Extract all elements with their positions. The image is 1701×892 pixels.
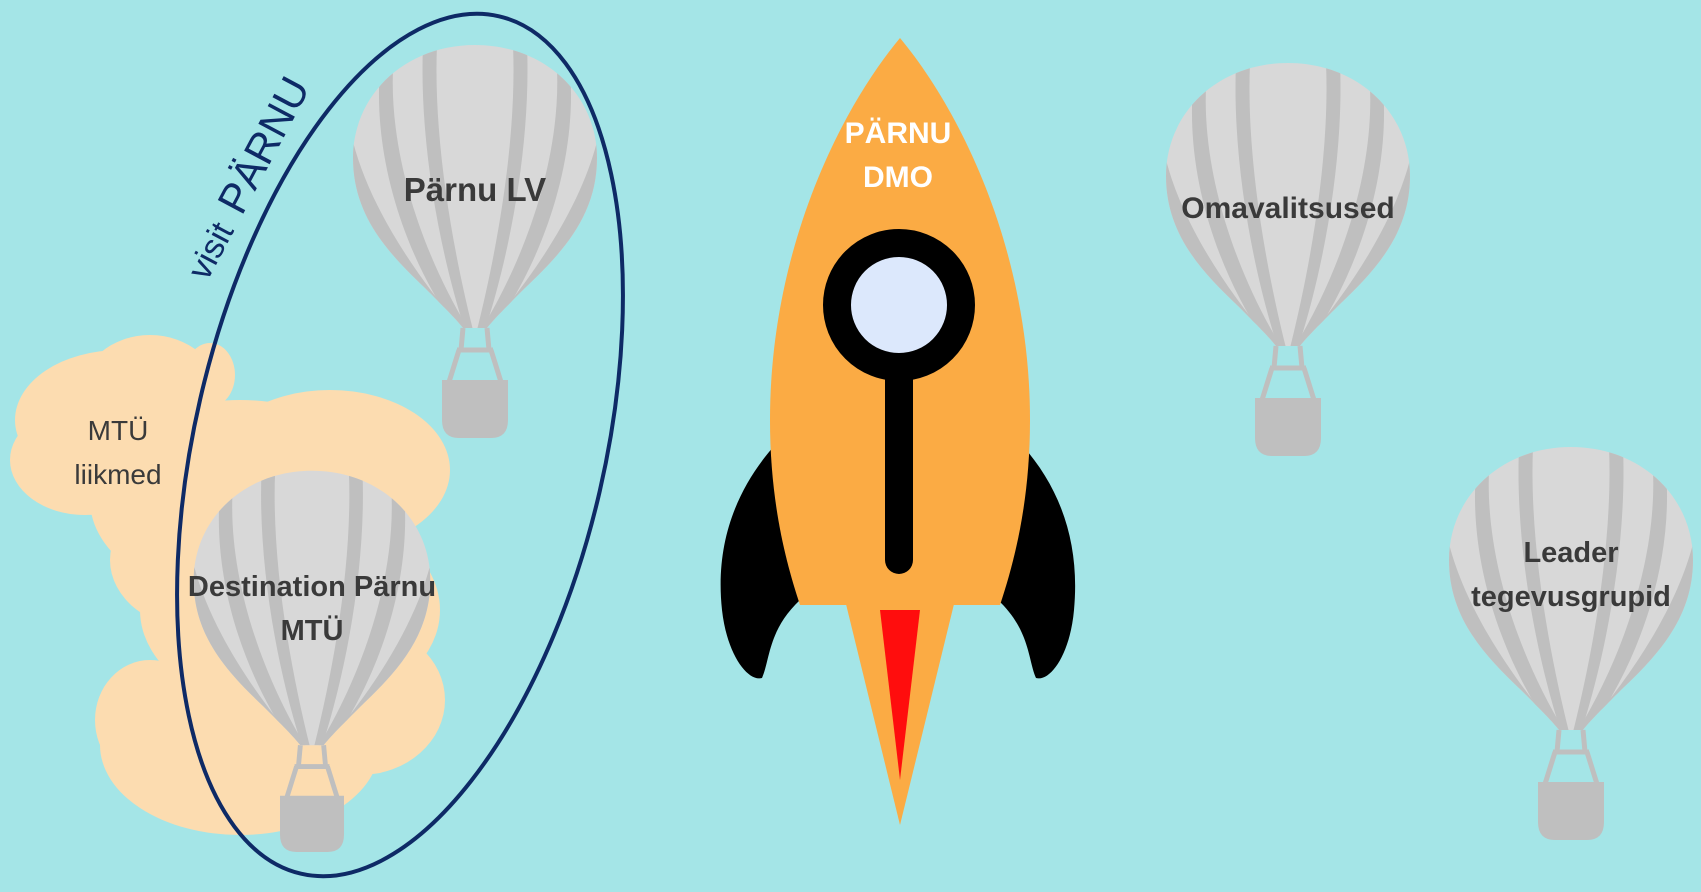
balloon-omavalitsused-label: Omavalitsused (1181, 192, 1394, 225)
rocket-flame (880, 610, 920, 780)
balloon-leader-label-line1: Leader (1523, 537, 1618, 569)
balloon-parnu-lv-label: Pärnu LV (404, 171, 546, 208)
cloud-label-line1: MTÜ (88, 415, 149, 446)
rocket-label-line2: DMO (863, 161, 933, 194)
balloon-destination-label-line2: MTÜ (281, 614, 344, 647)
rocket-label-line1: PÄRNU (845, 117, 952, 150)
brand-visit: visit (181, 216, 242, 286)
visit-parnu-ellipse (175, 11, 625, 879)
rocket-window (823, 229, 975, 381)
balloon-parnu-lv (344, 45, 606, 438)
rocket (720, 38, 1076, 825)
balloon-leader (1440, 447, 1701, 840)
cloud-label-line2: liikmed (74, 459, 161, 490)
balloon-destination-label-line1: Destination Pärnu (188, 571, 436, 603)
balloon-omavalitsused (1157, 63, 1419, 456)
balloon-leader-label-line2: tegevusgrupid (1471, 581, 1671, 613)
